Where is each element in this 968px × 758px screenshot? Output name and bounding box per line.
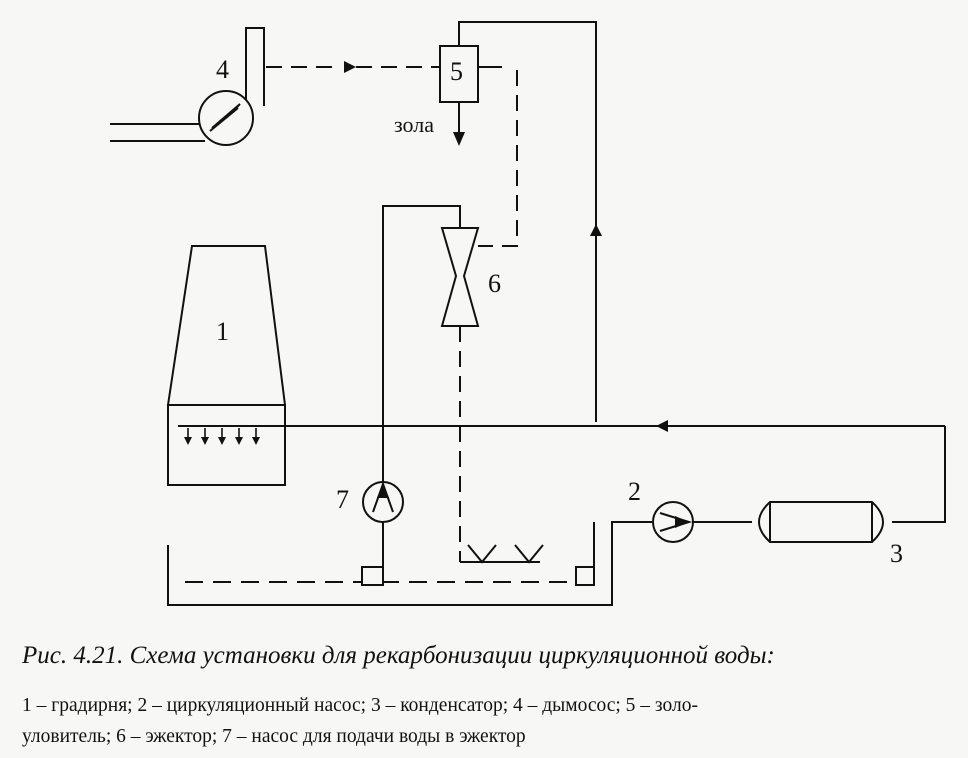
cooling-tower-1 [166, 245, 287, 486]
label-6: 6 [488, 269, 501, 298]
figure-caption: Рис. 4.21. Схема установки для рекарбони… [22, 642, 775, 669]
condenser-3 [758, 501, 884, 543]
pump-7 [362, 481, 404, 523]
flow-arrow-4-5 [344, 61, 356, 73]
label-7: 7 [336, 485, 349, 514]
flow-arrow-left [656, 420, 668, 432]
label-4: 4 [216, 55, 229, 84]
circulation-pump-2 [652, 501, 752, 543]
flow-arrow-up [590, 224, 602, 236]
label-1: 1 [216, 317, 229, 346]
water-basin [167, 521, 652, 606]
process-diagram: 4 5 зола 1 [110, 21, 946, 606]
ash-label: зола [394, 112, 434, 137]
figure-legend: 1 – градирня; 2 – циркуляционный насос; … [22, 690, 952, 752]
gas-line-5-6 [478, 70, 518, 247]
legend-line-1: 1 – градирня; 2 – циркуляционный насос; … [22, 695, 698, 716]
smoke-exhauster-4 [110, 27, 265, 146]
label-3: 3 [890, 539, 903, 568]
ejector-6 [382, 205, 480, 572]
label-5: 5 [450, 57, 463, 86]
gas-distributor [460, 544, 544, 564]
return-line [458, 21, 597, 422]
label-2: 2 [628, 477, 641, 506]
legend-line-2: уловитель; 6 – эжектор; 7 – насос для по… [22, 726, 526, 747]
condenser-outlet-line [892, 426, 946, 523]
